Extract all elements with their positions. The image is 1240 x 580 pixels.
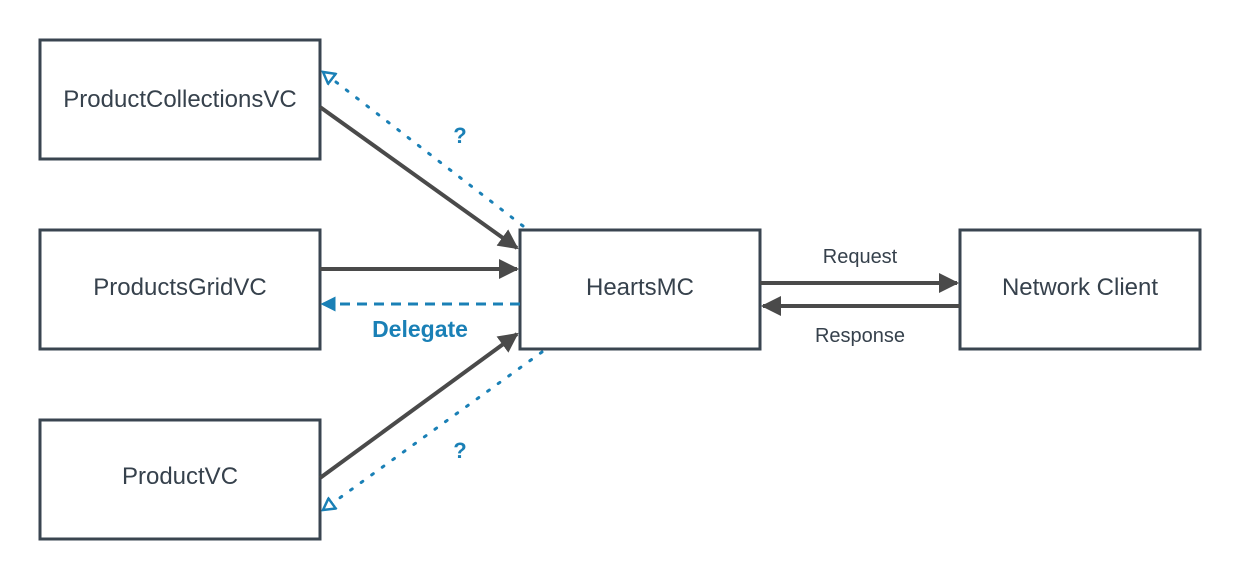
- question-mark-top: ?: [453, 123, 466, 148]
- question-mark-bottom: ?: [453, 438, 466, 463]
- product-vc-label: ProductVC: [122, 463, 238, 490]
- hearts-to-product-dotted-arrow: [323, 350, 544, 510]
- collections-to-hearts-arrow: [318, 105, 519, 250]
- product-collections-vc-label: ProductCollectionsVC: [63, 86, 296, 113]
- product-vc-box: [38, 418, 322, 541]
- hearts-mc-label: HeartsMC: [586, 274, 694, 301]
- products-grid-vc-label: ProductsGridVC: [93, 274, 266, 301]
- response-label: Response: [815, 325, 905, 347]
- hearts-to-collections-dotted-arrow: [323, 72, 525, 228]
- request-label: Request: [823, 246, 898, 268]
- network-client-box: [958, 228, 1202, 351]
- hearts-mc-box: [518, 228, 762, 351]
- product-collections-vc-box: [38, 38, 322, 161]
- delegate-label: Delegate: [372, 316, 468, 342]
- products-grid-vc-box: [38, 228, 322, 351]
- network-client-label: Network Client: [1002, 274, 1158, 301]
- product-to-hearts-arrow: [318, 332, 519, 480]
